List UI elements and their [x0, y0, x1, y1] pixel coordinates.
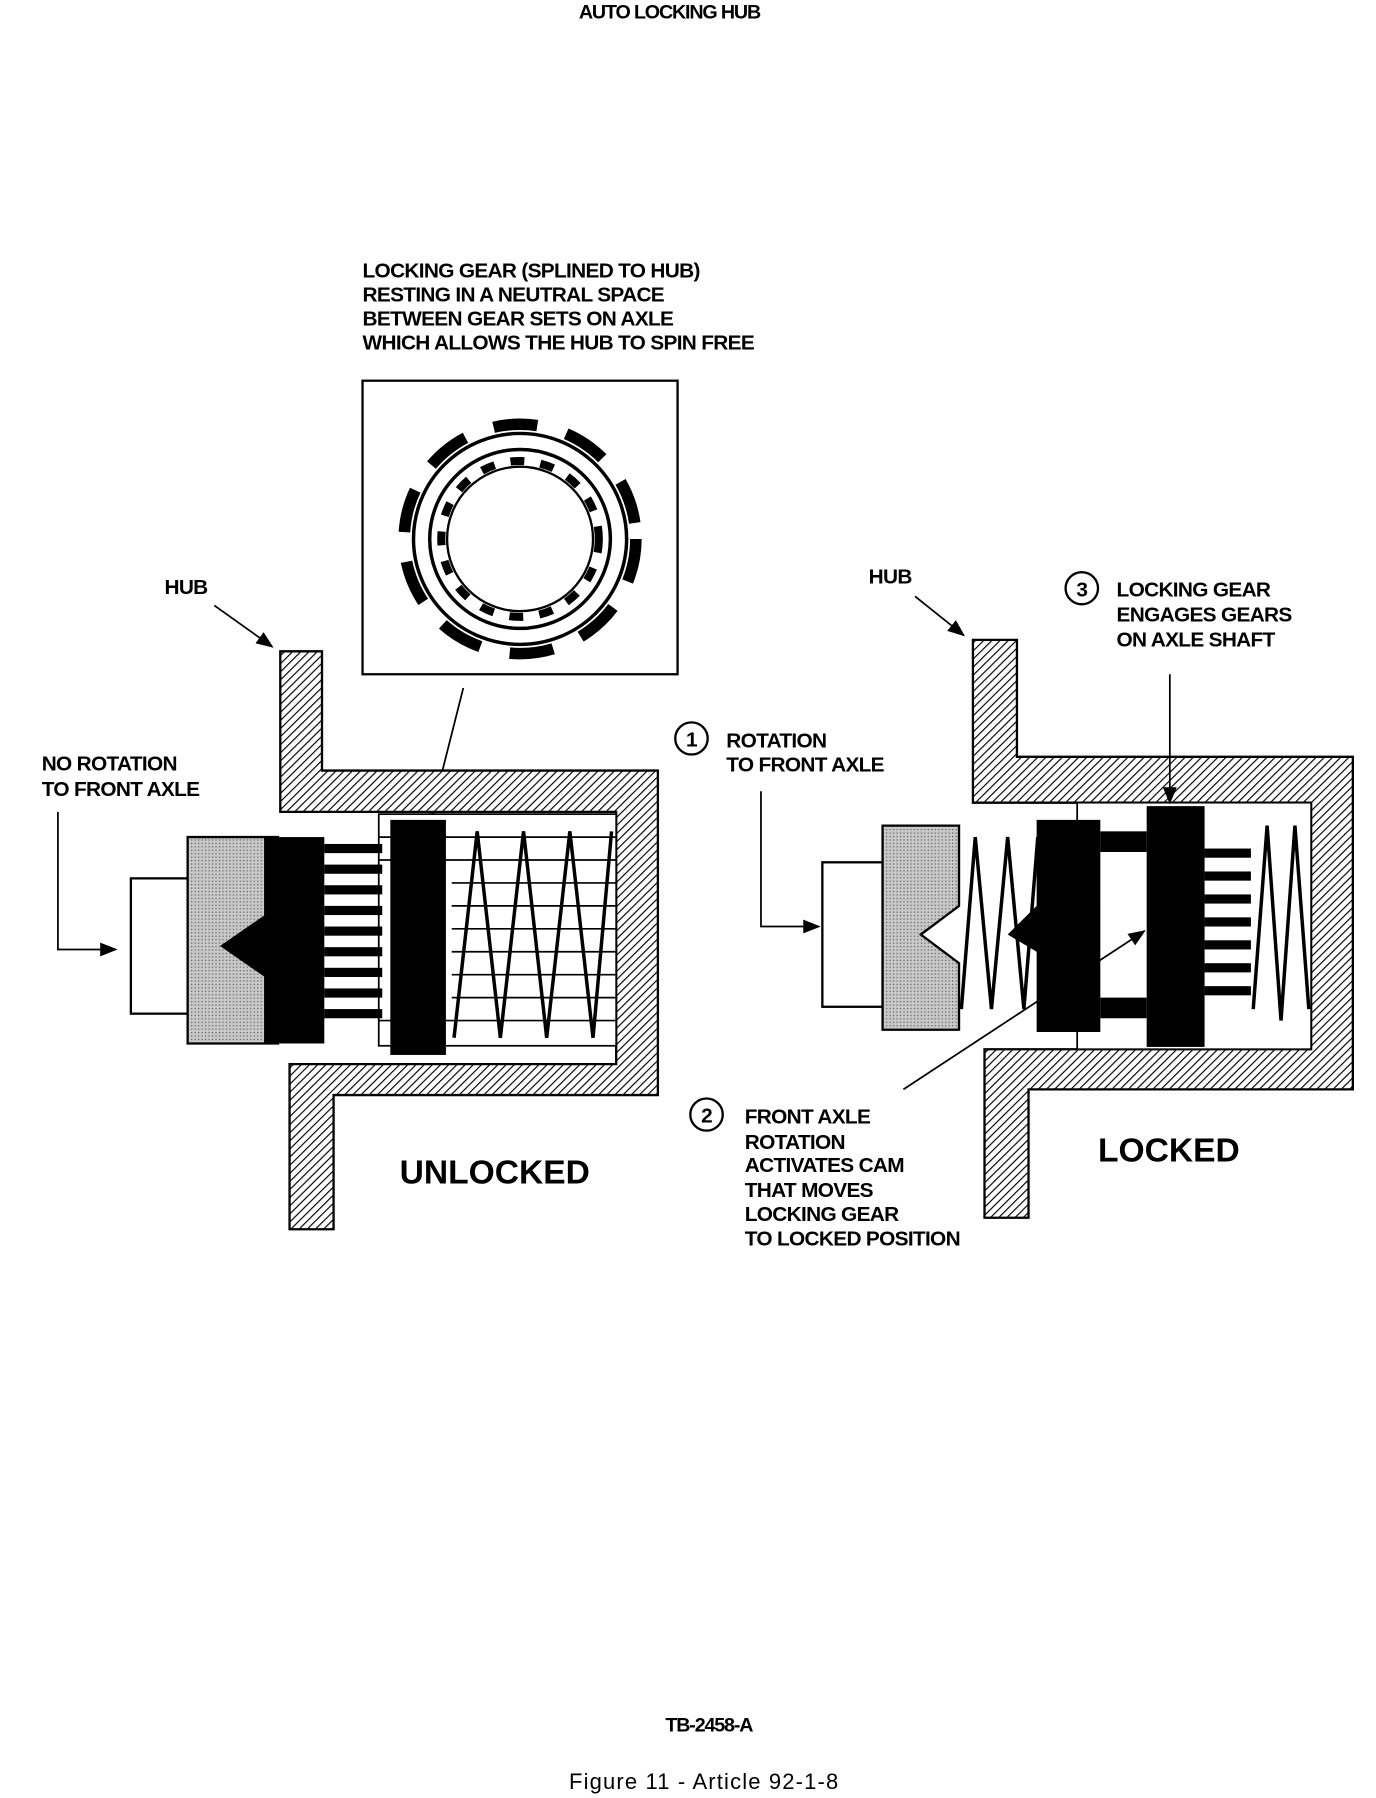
svg-text:RESTING IN A NEUTRAL SPACE: RESTING IN A NEUTRAL SPACE [363, 284, 665, 307]
svg-text:LOCKING GEAR: LOCKING GEAR [745, 1203, 899, 1226]
svg-text:THAT MOVES: THAT MOVES [745, 1179, 874, 1202]
step-1-callout: 1 ROTATION TO FRONT AXLE [674, 721, 885, 934]
hub-housing [279, 650, 660, 1231]
cam-block [881, 824, 961, 1031]
unlocked-assembly: HUB NO ROTATION TO FRONT AXLE UNLOCKED [42, 576, 660, 1231]
svg-text:3: 3 [1076, 578, 1087, 601]
page-title: AUTO LOCKING HUB [579, 1, 761, 23]
locking-gear [390, 819, 446, 1055]
svg-text:TO FRONT AXLE: TO FRONT AXLE [42, 778, 201, 801]
locking-gear [1146, 806, 1205, 1047]
step-2-callout: 2 FRONT AXLE ROTATION ACTIVATES CAM THAT… [689, 930, 1146, 1250]
svg-text:LOCKING GEAR (SPLINED TO HUB): LOCKING GEAR (SPLINED TO HUB) [363, 260, 700, 283]
axle-shaft [821, 861, 884, 1008]
svg-text:1: 1 [686, 729, 697, 752]
figure-caption: Figure 11 - Article 92-1-8 [569, 1769, 839, 1794]
locked-label: LOCKED [1098, 1133, 1240, 1170]
spring [452, 831, 614, 1038]
svg-text:ROTATION: ROTATION [745, 1131, 845, 1154]
svg-text:TO FRONT AXLE: TO FRONT AXLE [726, 754, 885, 777]
svg-text:LOCKING GEAR: LOCKING GEAR [1117, 578, 1271, 601]
figure-code: TB-2458-A [665, 1715, 753, 1737]
locked-assembly: HUB 3 LOCKING GEAR ENGAGES GEARS ON AXLE… [674, 566, 1354, 1250]
svg-text:WHICH ALLOWS THE HUB TO SPIN F: WHICH ALLOWS THE HUB TO SPIN FREE [363, 332, 755, 355]
hub-label: HUB [164, 576, 208, 599]
step-3-callout: 3 LOCKING GEAR ENGAGES GEARS ON AXLE SHA… [1064, 571, 1293, 805]
svg-text:ROTATION: ROTATION [726, 730, 826, 753]
svg-text:ENGAGES GEARS: ENGAGES GEARS [1117, 604, 1293, 627]
axle-shaft [129, 877, 190, 1015]
svg-text:NO ROTATION: NO ROTATION [42, 753, 177, 776]
svg-text:TO LOCKED POSITION: TO LOCKED POSITION [745, 1227, 960, 1250]
svg-text:2: 2 [701, 1105, 712, 1128]
locking-gear-note: LOCKING GEAR (SPLINED TO HUB) RESTING IN… [363, 260, 756, 355]
svg-text:ACTIVATES CAM: ACTIVATES CAM [745, 1154, 904, 1177]
locking-gear-detail [361, 379, 679, 819]
svg-text:ON AXLE SHAFT: ON AXLE SHAFT [1117, 629, 1276, 652]
svg-text:FRONT AXLE: FRONT AXLE [745, 1106, 871, 1129]
unlocked-label: UNLOCKED [400, 1155, 590, 1192]
hub-label: HUB [869, 566, 913, 589]
spring [959, 836, 1040, 1010]
svg-text:BETWEEN GEAR SETS ON AXLE: BETWEEN GEAR SETS ON AXLE [363, 308, 675, 331]
